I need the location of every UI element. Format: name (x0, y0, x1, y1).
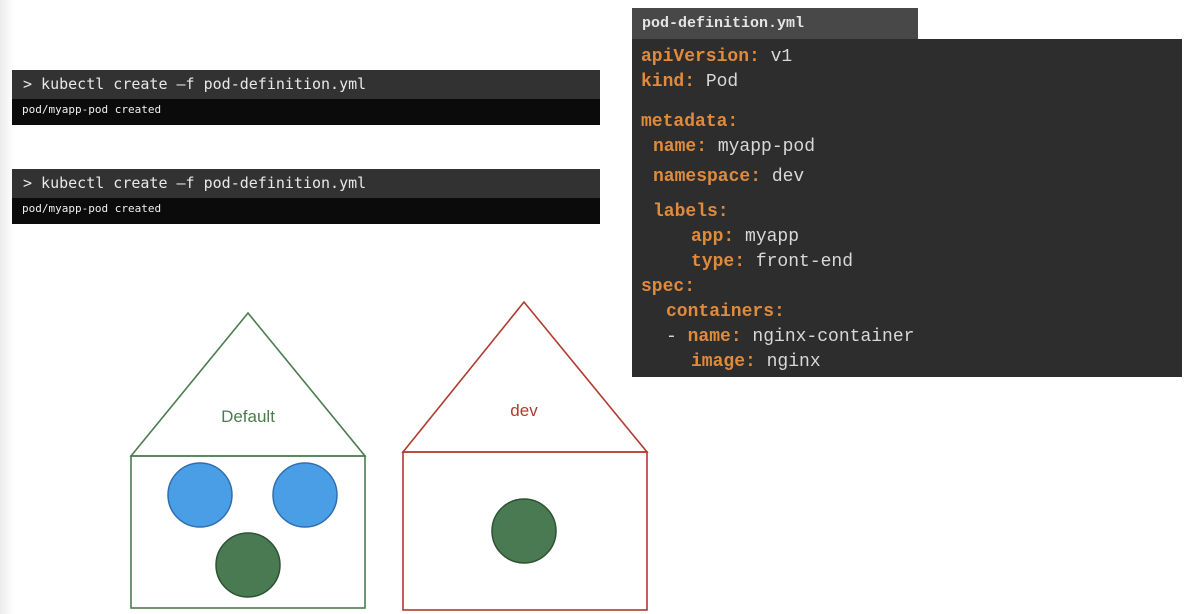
yaml-line-type: type: front-end (691, 252, 854, 272)
namespace-label: Default (221, 407, 275, 426)
pod-circle (167, 462, 233, 528)
terminal-1: > kubectl create –f pod-definition.yml p… (12, 70, 600, 125)
yaml-line-container-name: - name: nginx-container (666, 327, 915, 347)
yaml-filename-tab: pod-definition.yml (632, 8, 918, 39)
yaml-line-labels: labels: (653, 202, 729, 222)
yaml-line-name: name: myapp-pod (653, 137, 816, 157)
terminal-command: > kubectl create –f pod-definition.yml (12, 70, 600, 99)
pod-circle (215, 532, 281, 598)
house-roof (401, 300, 649, 453)
yaml-line-apiversion: apiVersion: v1 (641, 47, 793, 67)
namespace-dev: dev (401, 300, 649, 611)
yaml-line-app: app: myapp (691, 227, 800, 247)
yaml-line-metadata: metadata: (641, 112, 739, 132)
yaml-editor: apiVersion: v1 kind: Pod metadata: name:… (632, 39, 1182, 377)
yaml-line-spec: spec: (641, 277, 696, 297)
house-roof (129, 311, 367, 457)
terminal-output: pod/myapp-pod created (22, 103, 162, 116)
terminal-output: pod/myapp-pod created (22, 202, 162, 215)
house-body (402, 451, 648, 611)
house-body (130, 455, 366, 609)
namespace-label: dev (510, 401, 538, 420)
yaml-line-image: image: nginx (691, 352, 821, 372)
pod-circle (272, 462, 338, 528)
yaml-line-kind: kind: Pod (641, 72, 739, 92)
yaml-line-namespace: namespace: dev (653, 167, 805, 187)
yaml-line-containers: containers: (666, 302, 785, 322)
terminal-2: > kubectl create –f pod-definition.yml p… (12, 169, 600, 224)
namespace-default: Default (129, 311, 367, 609)
pod-circle (491, 498, 557, 564)
terminal-command: > kubectl create –f pod-definition.yml (12, 169, 600, 198)
left-edge-shadow (0, 0, 14, 614)
